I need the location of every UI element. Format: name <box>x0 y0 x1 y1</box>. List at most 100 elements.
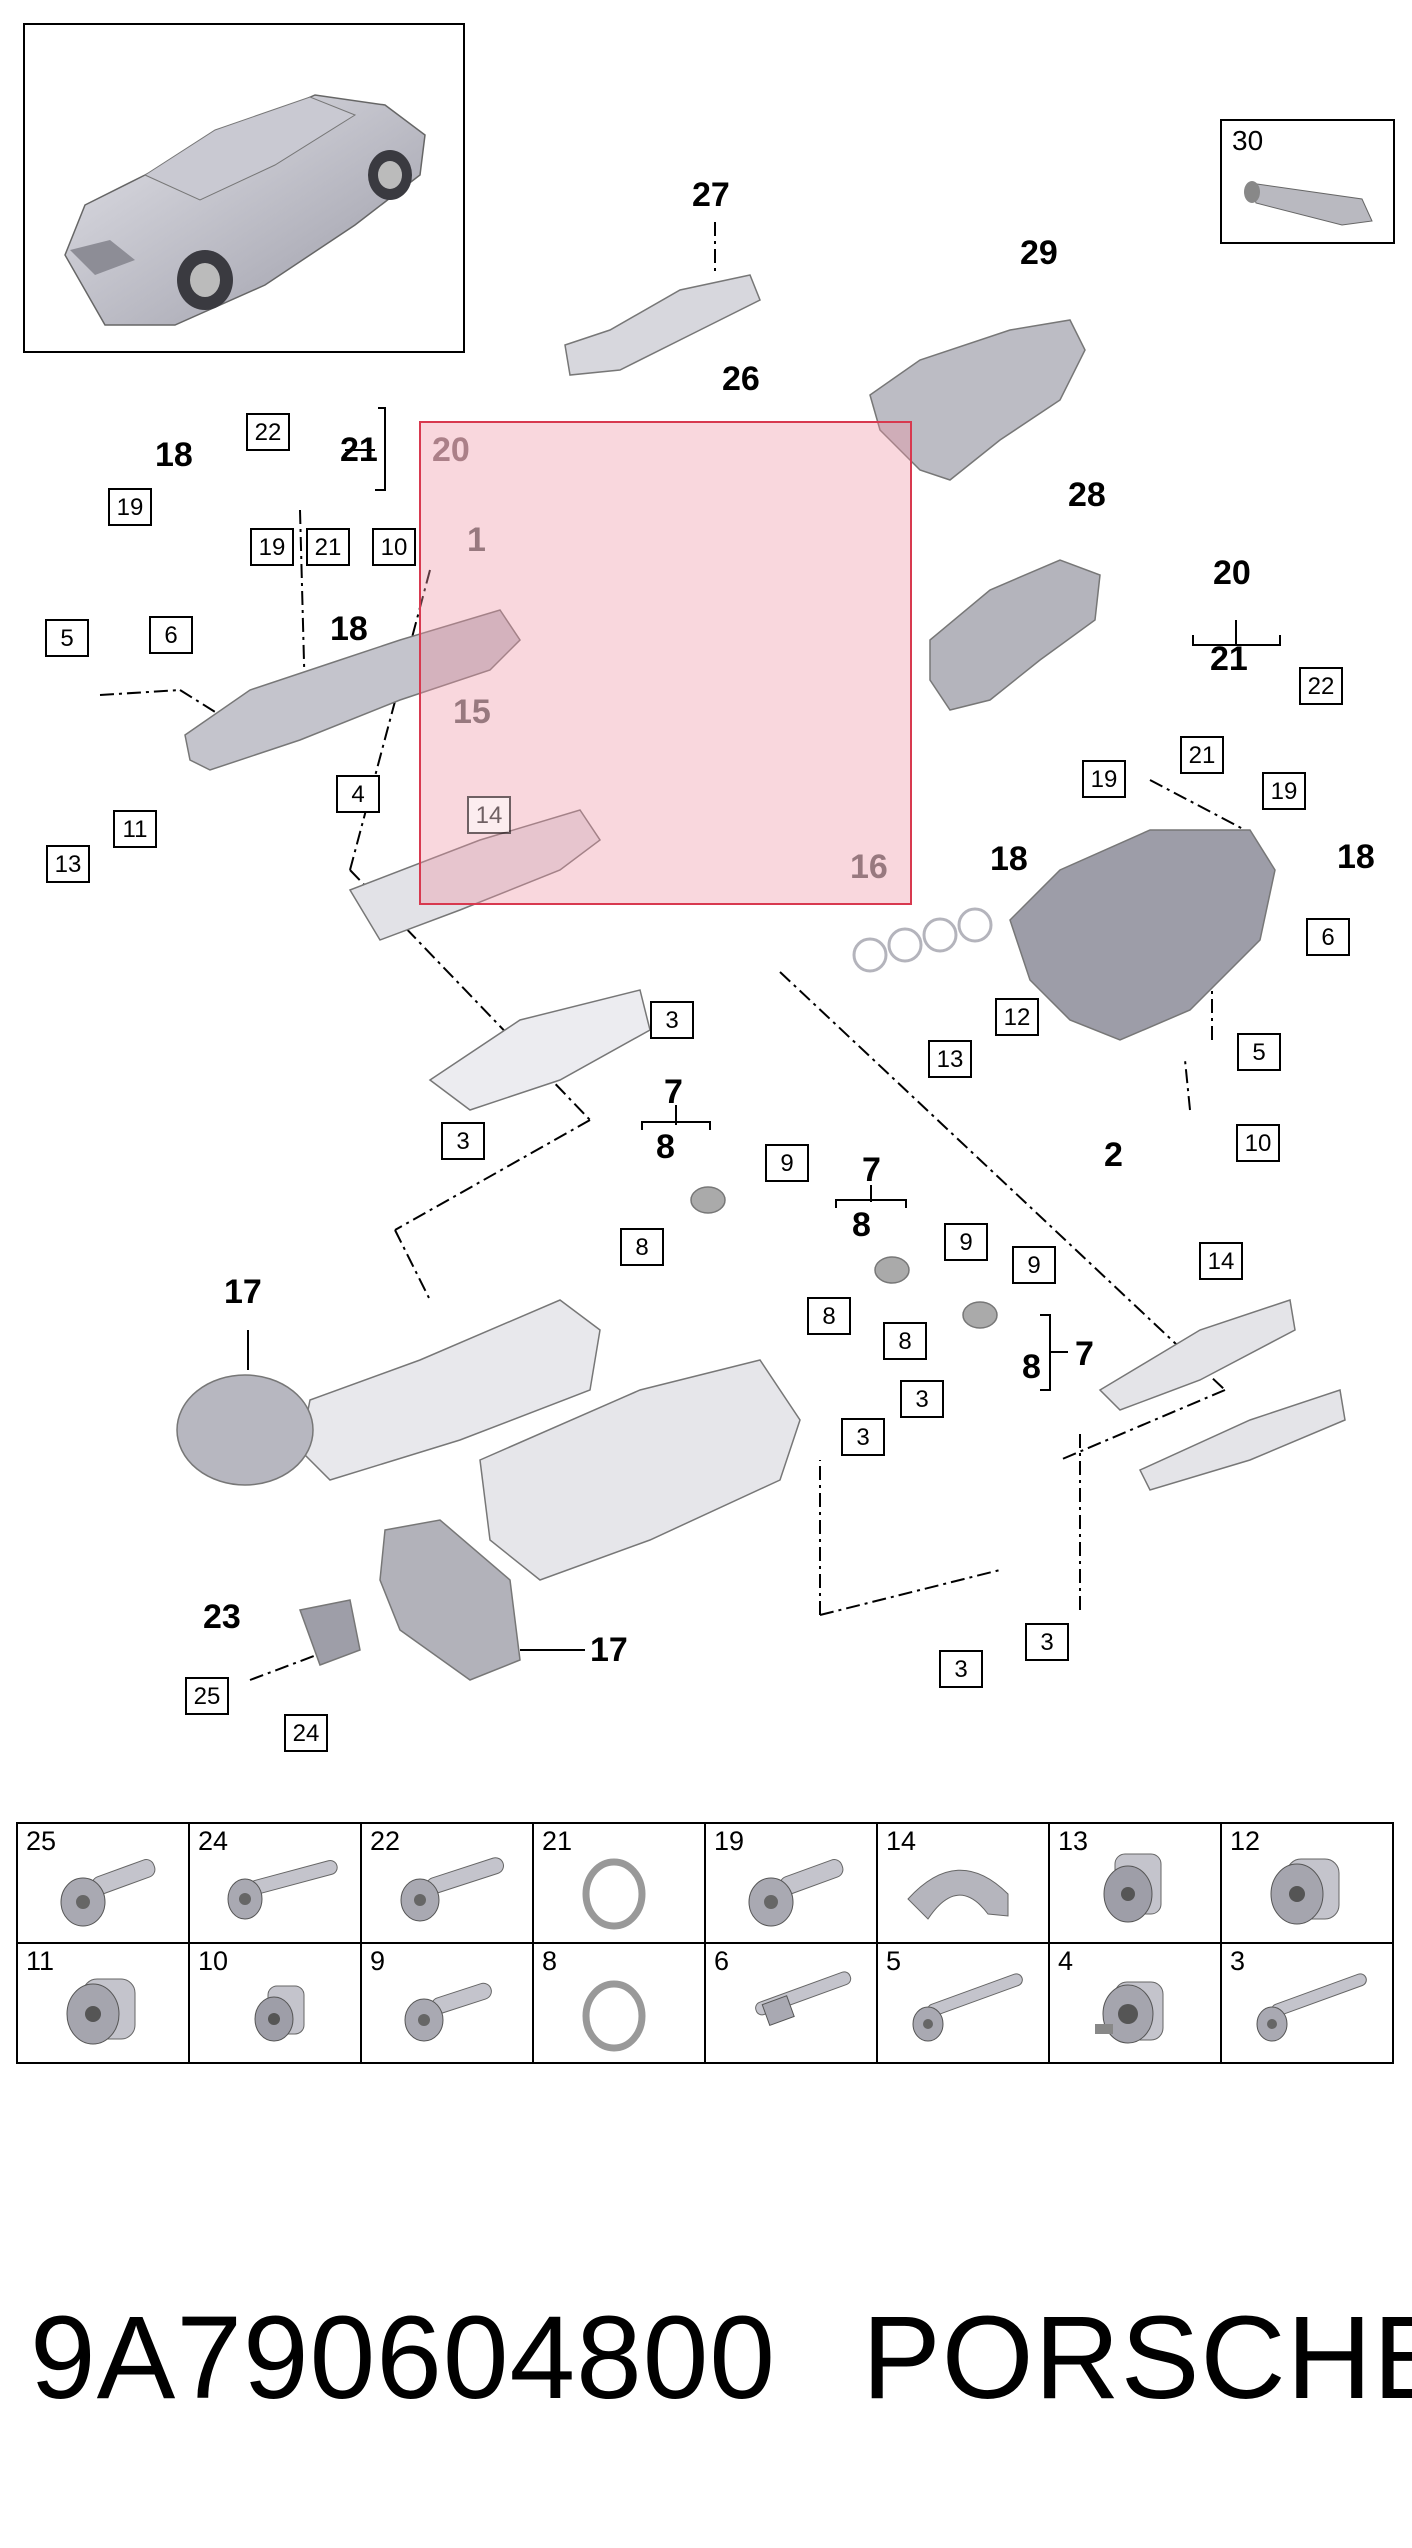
part-number: 24 <box>198 1826 229 1856</box>
callout-box-19-left-b: 19 <box>250 528 294 566</box>
callout-box-8-a: 8 <box>620 1228 664 1266</box>
table-cell: 5 <box>876 1942 1050 2064</box>
table-cell: 22 <box>360 1822 534 1944</box>
callout-2: 2 <box>1104 1136 1123 1174</box>
callout-18-right: 18 <box>1337 838 1375 876</box>
table-cell: 8 <box>532 1942 706 2064</box>
callout-17-left: 17 <box>224 1273 262 1311</box>
table-cell: 14 <box>876 1822 1050 1944</box>
part-number: 14 <box>886 1826 917 1856</box>
table-cell: 24 <box>188 1822 362 1944</box>
bolt-icon <box>748 1859 844 1927</box>
callout-18-right-left: 18 <box>990 840 1028 878</box>
callout-29: 29 <box>1020 234 1058 272</box>
table-cell: 3 <box>1220 1942 1394 2064</box>
callout-box-3-c: 3 <box>900 1380 944 1418</box>
callout-28: 28 <box>1068 476 1106 514</box>
exploded-view-drawing <box>99 222 1346 1681</box>
callout-box-24: 24 <box>284 1714 328 1752</box>
callout-box-19-right-b: 19 <box>1262 772 1306 810</box>
part-number: 19 <box>714 1826 745 1856</box>
part-number: 3 <box>1230 1946 1246 1976</box>
table-cell: 11 <box>16 1942 190 2064</box>
table-cell: 25 <box>16 1822 190 1944</box>
bolt-icon <box>227 1860 338 1920</box>
long-bolt-icon <box>1256 1973 1367 2042</box>
table-cell: 19 <box>704 1822 878 1944</box>
part-number: 25 <box>26 1826 57 1856</box>
table-cell: 9 <box>360 1942 534 2064</box>
part-number-title: 9A790604800 <box>30 2292 776 2424</box>
part-number: 10 <box>198 1946 229 1976</box>
stud-bolt-icon <box>755 1971 852 2026</box>
callout-box-6-right: 6 <box>1306 918 1350 956</box>
callout-20-left: 20 <box>432 431 470 469</box>
callout-box-8-c: 8 <box>883 1322 927 1360</box>
car-illustration <box>64 94 426 326</box>
part-number: 5 <box>886 1946 902 1976</box>
sealant-tube-icon <box>1244 181 1373 226</box>
callout-box-9-b: 9 <box>944 1223 988 1261</box>
callout-box-3-e: 3 <box>1025 1623 1069 1661</box>
bolt-icon <box>404 1982 492 2042</box>
callout-17-right: 17 <box>590 1631 628 1669</box>
callout-26: 26 <box>722 360 760 398</box>
callout-box-19-right-a: 19 <box>1082 760 1126 798</box>
table-cell: 6 <box>704 1942 878 2064</box>
table-row: 11 10 9 8 6 5 4 3 <box>16 1942 1394 2064</box>
round-plug-icon <box>66 1978 136 2045</box>
part-number: 21 <box>542 1826 573 1856</box>
table-cell: 21 <box>532 1822 706 1944</box>
sealing-ring-icon <box>582 1980 646 2052</box>
round-plug-icon <box>1270 1858 1340 1925</box>
part-number: 9 <box>370 1946 386 1976</box>
accessory-box-30: 30 <box>1220 119 1395 244</box>
half-ring-bearing-icon <box>907 1869 1009 1920</box>
callout-box-22-right: 22 <box>1299 667 1343 705</box>
callout-18-left-mid: 18 <box>330 610 368 648</box>
callout-box-21-left: 21 <box>306 528 350 566</box>
fasteners-table: 25 24 22 21 19 14 13 12 11 10 9 8 6 5 4 … <box>16 1822 1394 2064</box>
callout-box-13-right: 13 <box>928 1040 972 1078</box>
callout-box-3-f: 3 <box>939 1650 983 1688</box>
callout-box-3-b: 3 <box>441 1122 485 1160</box>
part-number: 12 <box>1230 1826 1261 1856</box>
callout-box-11: 11 <box>113 810 157 848</box>
brand-name: PORSCHE <box>862 2292 1412 2424</box>
callout-18-left-top: 18 <box>155 436 193 474</box>
table-cell: 10 <box>188 1942 362 2064</box>
table-cell: 4 <box>1048 1942 1222 2064</box>
bolt-icon <box>400 1857 504 1922</box>
vehicle-thumbnail <box>23 23 465 353</box>
flanged-nut-icon <box>1095 1981 1164 2044</box>
callout-23: 23 <box>203 1598 241 1636</box>
callout-box-10-left: 10 <box>372 528 416 566</box>
callout-box-12: 12 <box>995 998 1039 1036</box>
part-number: 4 <box>1058 1946 1074 1976</box>
callout-1: 1 <box>467 521 486 559</box>
part-number: 6 <box>714 1946 730 1976</box>
callout-7-b: 7 <box>862 1151 881 1189</box>
callout-box-8-b: 8 <box>807 1297 851 1335</box>
callout-21-left: 21 <box>340 431 378 469</box>
callout-21-right: 21 <box>1210 640 1248 678</box>
callout-8-b: 8 <box>852 1206 871 1244</box>
callout-box-22-left: 22 <box>246 413 290 451</box>
part-number: 22 <box>370 1826 401 1856</box>
callout-box-9-c: 9 <box>1012 1246 1056 1284</box>
bolt-icon <box>60 1859 156 1927</box>
sealing-ring-icon <box>582 1858 646 1930</box>
part-number: 13 <box>1058 1826 1089 1856</box>
table-row: 25 24 22 21 19 14 13 12 <box>16 1822 1394 1944</box>
long-bolt-icon <box>912 1973 1023 2042</box>
table-cell: 13 <box>1048 1822 1222 1944</box>
callout-20-right: 20 <box>1213 554 1251 592</box>
callout-box-5-left: 5 <box>45 619 89 657</box>
table-cell: 12 <box>1220 1822 1394 1944</box>
callout-7-a: 7 <box>664 1073 683 1111</box>
callout-7-c: 7 <box>1075 1335 1094 1373</box>
callout-box-13-left: 13 <box>46 845 90 883</box>
callout-8-c: 8 <box>1022 1348 1041 1386</box>
callout-box-4: 4 <box>336 775 380 813</box>
